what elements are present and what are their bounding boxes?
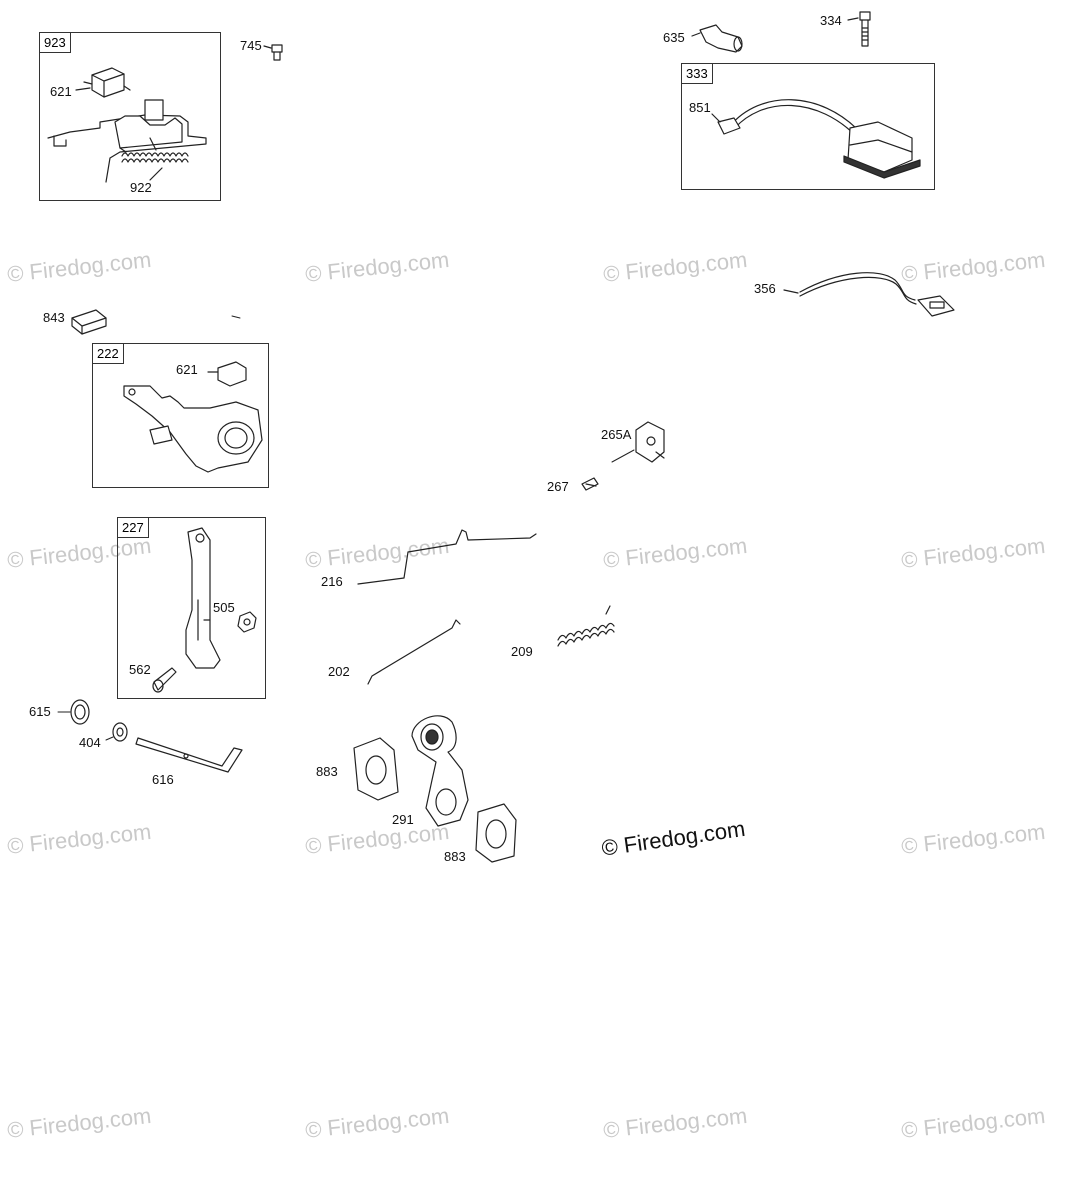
part-404-washer bbox=[112, 722, 128, 742]
callout-883: 883 bbox=[316, 764, 338, 779]
part-265a-bushing bbox=[635, 421, 665, 463]
callout-616: 616 bbox=[152, 772, 174, 787]
part-216-governor-link bbox=[357, 529, 537, 585]
part-621-clip bbox=[75, 67, 131, 98]
callout-265a: 265A bbox=[601, 427, 632, 442]
part-635-spark-boot bbox=[691, 24, 743, 53]
callout-267: 267 bbox=[547, 479, 569, 494]
callout-209: 209 bbox=[511, 644, 533, 659]
callout-202: 202 bbox=[328, 664, 350, 679]
part-267-screw bbox=[581, 477, 599, 491]
kit-box-227: 227 bbox=[117, 517, 266, 699]
callout-334: 334 bbox=[820, 13, 842, 28]
callout-843: 843 bbox=[43, 310, 65, 325]
part-333-armature bbox=[711, 99, 921, 179]
callout-216: 216 bbox=[321, 574, 343, 589]
kit-label-227: 227 bbox=[118, 518, 149, 538]
part-615-grommet bbox=[70, 699, 90, 725]
callout-505: 505 bbox=[213, 600, 235, 615]
kit-label-222: 222 bbox=[93, 344, 124, 364]
part-209-spring bbox=[557, 605, 615, 647]
part-745-screw bbox=[263, 44, 283, 61]
kit-label-923: 923 bbox=[40, 33, 71, 53]
callout-883: 883 bbox=[444, 849, 466, 864]
callout-404: 404 bbox=[79, 735, 101, 750]
callout-745: 745 bbox=[240, 38, 262, 53]
part-356-ground-wire bbox=[783, 272, 955, 317]
callout-922: 922 bbox=[130, 180, 152, 195]
kit-box-333: 333 bbox=[681, 63, 935, 190]
callout-562: 562 bbox=[129, 662, 151, 677]
callout-615: 615 bbox=[29, 704, 51, 719]
callout-356: 356 bbox=[754, 281, 776, 296]
part-505-nut bbox=[237, 611, 257, 633]
callout-291: 291 bbox=[392, 812, 414, 827]
part-334-bolt bbox=[847, 11, 871, 47]
part-883-gasket-left bbox=[353, 737, 399, 801]
leader-lines bbox=[57, 315, 635, 741]
part-202-link bbox=[367, 619, 461, 685]
part-227-throttle-lever bbox=[152, 527, 221, 693]
part-883-gasket-right bbox=[475, 803, 517, 863]
part-843-cover bbox=[71, 309, 107, 335]
part-922-governor-assembly bbox=[47, 99, 207, 183]
callout-851: 851 bbox=[689, 100, 711, 115]
part-616-rod bbox=[135, 737, 243, 773]
callout-621: 621 bbox=[176, 362, 198, 377]
part-222-control-bracket bbox=[123, 361, 263, 473]
kit-box-923: 923 bbox=[39, 32, 221, 201]
kit-label-333: 333 bbox=[682, 64, 713, 84]
kit-box-222: 222 bbox=[92, 343, 269, 488]
part-291-bracket bbox=[411, 715, 469, 827]
callout-621: 621 bbox=[50, 84, 72, 99]
callout-635: 635 bbox=[663, 30, 685, 45]
